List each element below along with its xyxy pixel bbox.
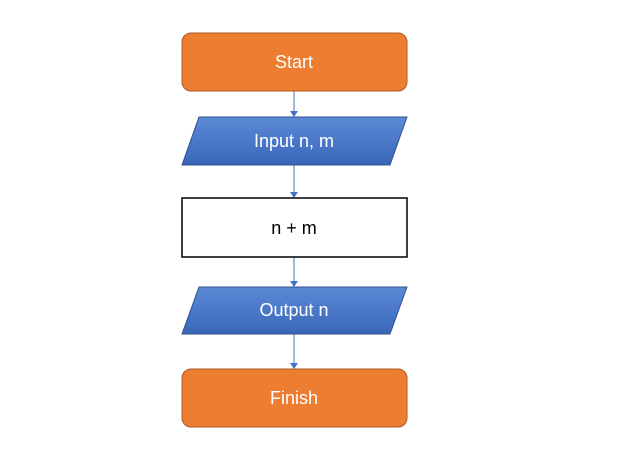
connector-input-to-process <box>290 165 298 198</box>
output-node: Output n <box>181 286 408 335</box>
input-label: Input n, m <box>254 131 334 151</box>
connector-start-to-input <box>290 91 298 117</box>
start-label: Start <box>275 52 313 72</box>
process-label: n + m <box>271 218 317 238</box>
process-node: n + m <box>181 197 408 258</box>
output-shape <box>181 286 408 335</box>
start-node: Start <box>181 32 408 92</box>
input-node: Input n, m <box>181 116 408 166</box>
finish-label: Finish <box>270 388 318 408</box>
start-shape <box>181 32 408 92</box>
connector-process-to-output <box>290 257 298 287</box>
output-label: Output n <box>259 300 328 320</box>
connectors <box>290 91 298 369</box>
connector-output-to-finish <box>290 334 298 369</box>
finish-node: Finish <box>181 368 408 428</box>
finish-shape <box>181 368 408 428</box>
input-shape <box>181 116 408 166</box>
process-shape <box>181 197 408 258</box>
